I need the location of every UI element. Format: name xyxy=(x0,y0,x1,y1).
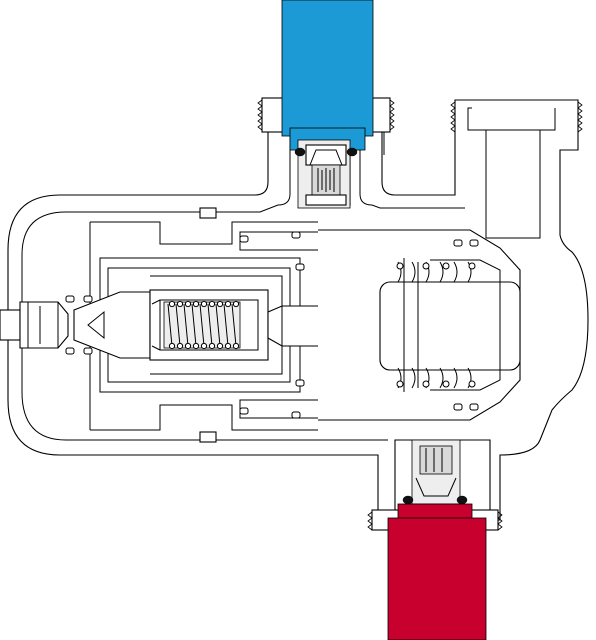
main-compression-spring xyxy=(163,300,241,350)
inlet-o-ring-right xyxy=(346,147,358,157)
inlet-check-valve xyxy=(294,139,358,209)
inlet-o-ring-left xyxy=(294,147,306,157)
right-actuator-piston xyxy=(318,229,521,421)
right-return-springs xyxy=(396,261,476,389)
spring-coil-top-row xyxy=(168,300,240,308)
outlet-port-boss xyxy=(450,101,583,133)
red-outlet-connector xyxy=(387,503,487,640)
spring-coil-bottom-row xyxy=(168,342,240,350)
blue-inlet-connector xyxy=(281,0,374,151)
outlet-o-ring-left xyxy=(402,495,414,505)
outlet-check-valve xyxy=(402,439,468,505)
left-stem-fitting xyxy=(0,295,93,355)
outlet-o-ring-right xyxy=(456,495,468,505)
